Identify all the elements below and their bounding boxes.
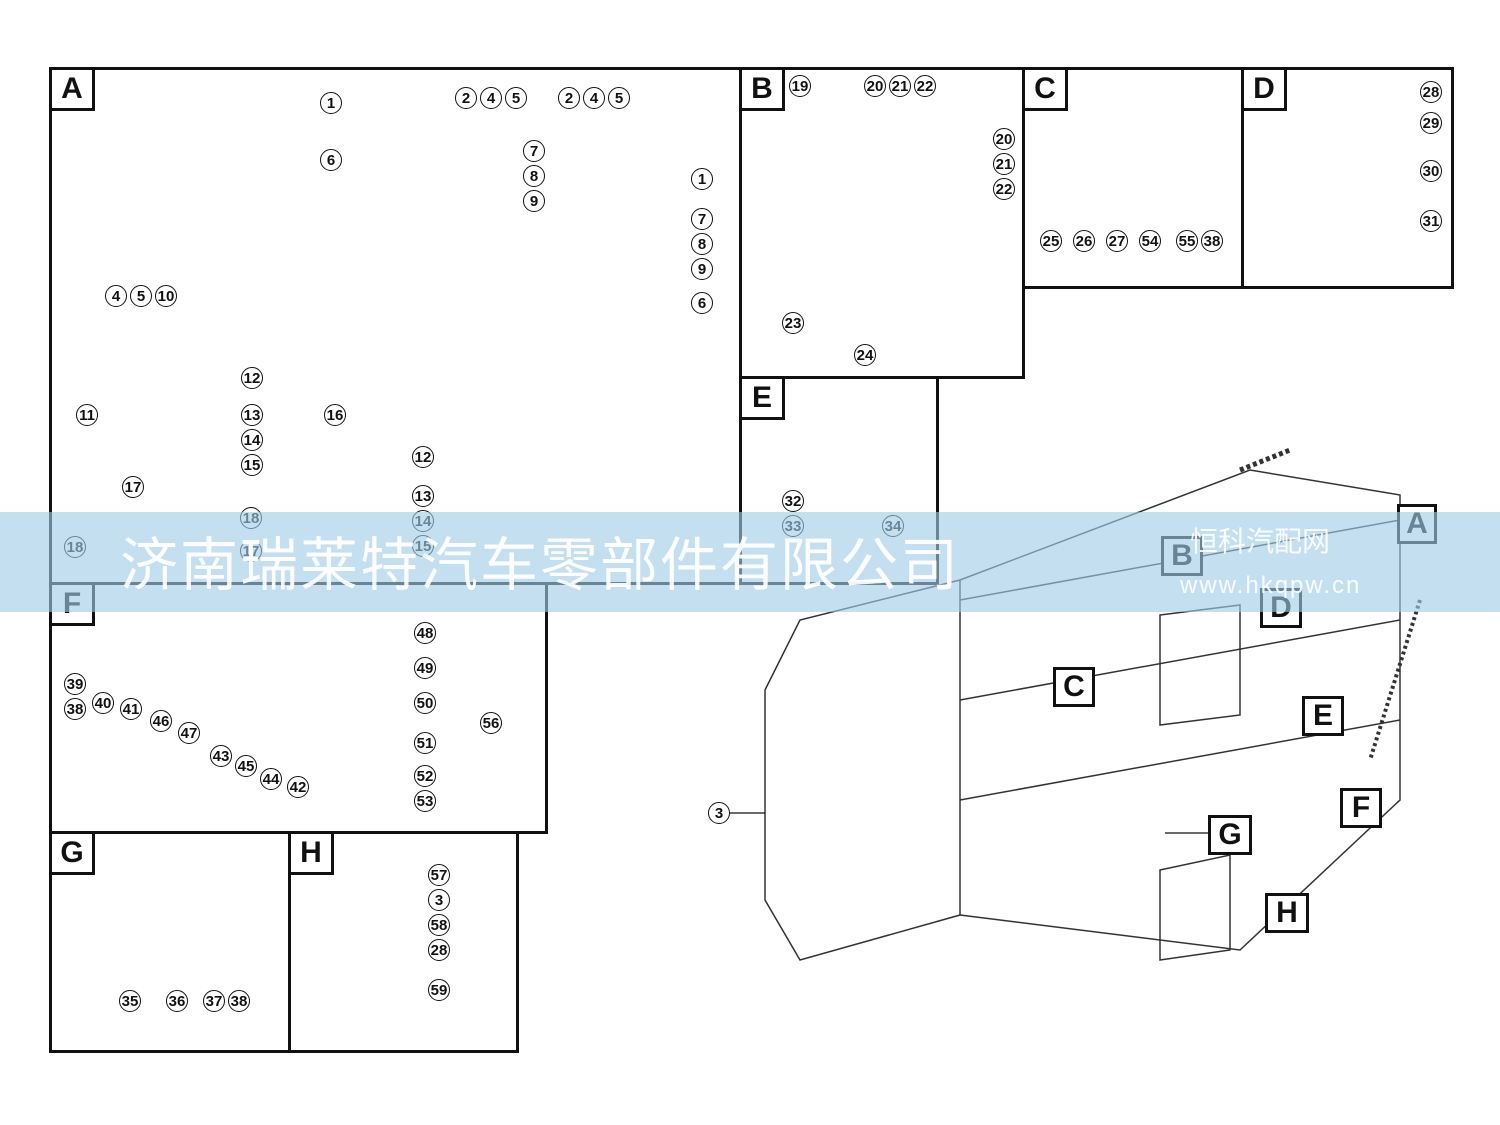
callout-g: G xyxy=(1208,815,1252,855)
part-number: 59 xyxy=(428,979,450,1001)
panel-b-label: B xyxy=(742,70,785,111)
part-number: 57 xyxy=(428,864,450,886)
part-number: 48 xyxy=(414,622,436,644)
watermark-banner xyxy=(0,512,1500,612)
watermark-site: 恒科汽配网 xyxy=(1190,525,1331,558)
part-number: 23 xyxy=(782,312,804,334)
callout-c: C xyxy=(1053,667,1095,707)
part-number: 5 xyxy=(505,87,527,109)
part-number: 55 xyxy=(1176,230,1198,252)
part-number: 2 xyxy=(558,87,580,109)
part-number: 1 xyxy=(691,168,713,190)
panel-d: D xyxy=(1241,67,1454,289)
part-number: 19 xyxy=(789,75,811,97)
part-number: 15 xyxy=(241,454,263,476)
part-number: 10 xyxy=(155,285,177,307)
panel-b: B xyxy=(739,67,1025,379)
callout-f: F xyxy=(1340,788,1382,828)
watermark-company: 济南瑞莱特汽车零部件有限公司 xyxy=(120,531,961,599)
part-number: 20 xyxy=(864,75,886,97)
part-number: 14 xyxy=(241,429,263,451)
part-number: 40 xyxy=(92,692,114,714)
part-number: 22 xyxy=(914,75,936,97)
part-number: 24 xyxy=(854,344,876,366)
part-number: 28 xyxy=(428,939,450,961)
panel-c: C xyxy=(1022,67,1244,289)
part-number: 54 xyxy=(1139,230,1161,252)
part-number: 9 xyxy=(523,190,545,212)
panel-h-label: H xyxy=(291,834,334,875)
callout-e: E xyxy=(1302,696,1344,736)
part-number: 52 xyxy=(414,765,436,787)
panel-g: G xyxy=(49,831,291,1053)
part-number: 31 xyxy=(1420,210,1442,232)
part-number: 20 xyxy=(993,128,1015,150)
part-number: 38 xyxy=(1201,230,1223,252)
part-number: 50 xyxy=(414,692,436,714)
part-number: 38 xyxy=(64,698,86,720)
part-number: 36 xyxy=(166,990,188,1012)
part-number: 8 xyxy=(691,233,713,255)
part-number: 3 xyxy=(708,802,730,824)
part-number: 58 xyxy=(428,914,450,936)
part-number: 46 xyxy=(150,710,172,732)
part-number: 17 xyxy=(122,476,144,498)
panel-h: H xyxy=(288,831,519,1053)
part-number: 8 xyxy=(523,165,545,187)
panel-a: A xyxy=(49,67,742,585)
part-number: 27 xyxy=(1106,230,1128,252)
panel-g-label: G xyxy=(52,834,95,875)
part-number: 9 xyxy=(691,258,713,280)
part-number: 1 xyxy=(320,92,342,114)
part-number: 56 xyxy=(480,712,502,734)
part-number: 6 xyxy=(691,292,713,314)
part-number: 42 xyxy=(287,776,309,798)
part-number: 41 xyxy=(120,698,142,720)
watermark-url: www.hkqpw.cn xyxy=(1180,572,1362,599)
part-number: 5 xyxy=(130,285,152,307)
part-number: 21 xyxy=(993,153,1015,175)
part-number: 22 xyxy=(993,178,1015,200)
part-number: 7 xyxy=(691,208,713,230)
part-number: 12 xyxy=(412,446,434,468)
part-number: 3 xyxy=(428,889,450,911)
part-number: 26 xyxy=(1073,230,1095,252)
part-number: 38 xyxy=(228,990,250,1012)
part-number: 11 xyxy=(76,404,98,426)
part-number: 5 xyxy=(608,87,630,109)
part-number: 13 xyxy=(241,404,263,426)
part-number: 47 xyxy=(178,722,200,744)
part-number: 16 xyxy=(324,404,346,426)
part-number: 28 xyxy=(1420,81,1442,103)
panel-c-label: C xyxy=(1025,70,1068,111)
part-number: 4 xyxy=(480,87,502,109)
part-number: 2 xyxy=(455,87,477,109)
part-number: 30 xyxy=(1420,160,1442,182)
part-number: 43 xyxy=(210,745,232,767)
part-number: 35 xyxy=(119,990,141,1012)
part-number: 6 xyxy=(320,149,342,171)
part-number: 32 xyxy=(782,490,804,512)
part-number: 49 xyxy=(414,657,436,679)
part-number: 13 xyxy=(412,485,434,507)
part-number: 44 xyxy=(260,768,282,790)
panel-e-label: E xyxy=(742,379,785,420)
part-number: 4 xyxy=(105,285,127,307)
part-number: 45 xyxy=(235,755,257,777)
part-number: 21 xyxy=(889,75,911,97)
part-number: 4 xyxy=(583,87,605,109)
part-number: 37 xyxy=(203,990,225,1012)
part-number: 12 xyxy=(241,367,263,389)
panel-a-label: A xyxy=(52,70,95,111)
callout-h: H xyxy=(1265,893,1309,933)
part-number: 29 xyxy=(1420,112,1442,134)
part-number: 39 xyxy=(64,673,86,695)
part-number: 25 xyxy=(1040,230,1062,252)
part-number: 7 xyxy=(523,140,545,162)
part-number: 53 xyxy=(414,790,436,812)
part-number: 51 xyxy=(414,732,436,754)
panel-d-label: D xyxy=(1244,70,1287,111)
